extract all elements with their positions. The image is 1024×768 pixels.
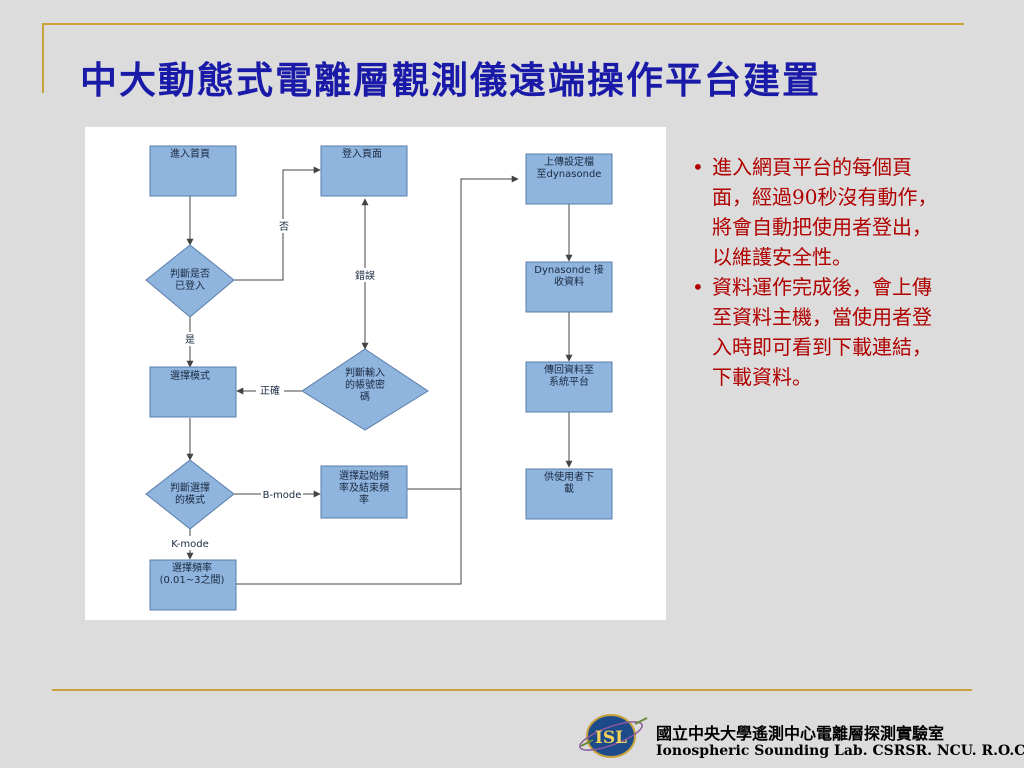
- node-label-line: 判斷是否: [170, 267, 210, 280]
- lab-logo-icon: ISL: [579, 714, 648, 758]
- node-label: Dynasonde 接收資料: [534, 263, 603, 288]
- node-label: 選擇頻率(0.01~3之間): [160, 561, 225, 586]
- node-label-line: 收資料: [554, 275, 584, 288]
- edge-label-k-mode: K-mode: [171, 539, 208, 550]
- node-label-line: 進入首頁: [170, 147, 210, 160]
- node-label: 進入首頁: [170, 147, 210, 160]
- node-label-line: 已登入: [175, 279, 205, 292]
- node-label-line: 選擇起始頻: [339, 469, 389, 482]
- edge-range-to-upload: [407, 175, 519, 490]
- node-label: 上傳設定檔至dynasonde: [537, 155, 602, 180]
- bullet-list: • 進入網頁平台的每個頁面，經過90秒沒有動作，將會自動把使用者登出，以維護安全…: [690, 152, 950, 392]
- node-label-line: 的模式: [175, 493, 205, 506]
- node-label: 選擇模式: [170, 369, 210, 382]
- bullet-symbol: •: [692, 275, 704, 299]
- edge-freq-to-upload: [235, 489, 462, 585]
- node-select-freq: 選擇頻率(0.01~3之間): [149, 559, 237, 611]
- edge-label-no: 否: [279, 221, 289, 233]
- footer-org-en: Ionospheric Sounding Lab. CSRSR. NCU. R.…: [656, 743, 1024, 759]
- node-label-line: 選擇模式: [170, 369, 210, 382]
- node-label-line: 供使用者下: [544, 470, 594, 483]
- node-label-line: 系統平台: [549, 375, 589, 388]
- node-label: 判斷輸入的帳號密碼: [345, 366, 385, 403]
- edge-label-correct: 正確: [260, 384, 280, 397]
- slide-title: 中大動態式電離層觀測儀遠端操作平台建置: [80, 58, 821, 102]
- node-label-line: 判斷選擇: [170, 481, 210, 494]
- node-check-login: 判斷是否已登入: [145, 244, 235, 318]
- node-label-line: 登入頁面: [342, 147, 382, 160]
- bullet-text: 資料運作完成後，會上傳至資料主機，當使用者登入時即可看到下載連結，下載資料。: [712, 275, 932, 389]
- bullet-symbol: •: [692, 155, 704, 179]
- node-dynasonde-receive: Dynasonde 接收資料: [525, 261, 613, 313]
- node-label-line: 碼: [360, 391, 370, 403]
- node-label-line: 率: [359, 493, 369, 506]
- logo-text: ISL: [595, 728, 627, 748]
- frame-top-line: [42, 23, 964, 25]
- node-label-line: 判斷輸入: [345, 366, 385, 379]
- node-label-line: 選擇頻率: [172, 561, 212, 574]
- flowchart: 進入首頁 登入頁面 判斷是否已登入 選擇模式 判斷輸入的帳號密碼 判斷選擇的模式…: [145, 145, 613, 611]
- edge-label-b-mode: B-mode: [263, 490, 302, 501]
- frame-bottom-line: [52, 689, 972, 691]
- node-label-line: (0.01~3之間): [160, 573, 225, 586]
- edge-label-error: 錯誤: [355, 269, 375, 282]
- node-return-data: 傳回資料至系統平台: [525, 361, 613, 413]
- node-label: 供使用者下載: [544, 470, 594, 495]
- node-label: 傳回資料至系統平台: [544, 363, 594, 388]
- bullet-item: • 資料運作完成後，會上傳至資料主機，當使用者登入時即可看到下載連結，下載資料。: [690, 272, 950, 392]
- node-label-line: 的帳號密: [345, 378, 385, 391]
- flowchart-panel: 進入首頁 登入頁面 判斷是否已登入 選擇模式 判斷輸入的帳號密碼 判斷選擇的模式…: [85, 127, 666, 620]
- node-upload-settings: 上傳設定檔至dynasonde: [525, 153, 613, 205]
- bullet-item: • 進入網頁平台的每個頁面，經過90秒沒有動作，將會自動把使用者登出，以維護安全…: [690, 152, 950, 272]
- node-label-line: 載: [564, 483, 574, 495]
- node-enter-home: 進入首頁: [149, 145, 237, 197]
- node-login-page: 登入頁面: [320, 145, 408, 197]
- frame-left-line: [42, 23, 44, 93]
- node-select-range: 選擇起始頻率及結束頻率: [320, 465, 408, 519]
- node-label: 判斷是否已登入: [170, 267, 210, 292]
- edge-label-yes: 是: [185, 334, 195, 346]
- node-user-download: 供使用者下載: [525, 468, 613, 520]
- bullet-text: 進入網頁平台的每個頁面，經過90秒沒有動作，將會自動把使用者登出，以維護安全性。: [712, 155, 938, 269]
- node-label: 選擇起始頻率及結束頻率: [339, 469, 389, 506]
- node-label: 登入頁面: [342, 147, 382, 160]
- node-label-line: 上傳設定檔: [544, 155, 594, 168]
- node-label-line: 率及結束頻: [339, 481, 389, 494]
- node-select-mode: 選擇模式: [149, 366, 237, 418]
- node-label-line: 傳回資料至: [544, 363, 594, 376]
- node-label: 判斷選擇的模式: [170, 481, 210, 506]
- node-check-mode: 判斷選擇的模式: [145, 459, 235, 530]
- node-label-line: 至dynasonde: [537, 168, 602, 180]
- node-check-password: 判斷輸入的帳號密碼: [301, 348, 429, 431]
- footer-org-cn: 國立中央大學遙測中心電離層探測實驗室: [656, 724, 945, 743]
- node-label-line: Dynasonde 接: [534, 263, 603, 276]
